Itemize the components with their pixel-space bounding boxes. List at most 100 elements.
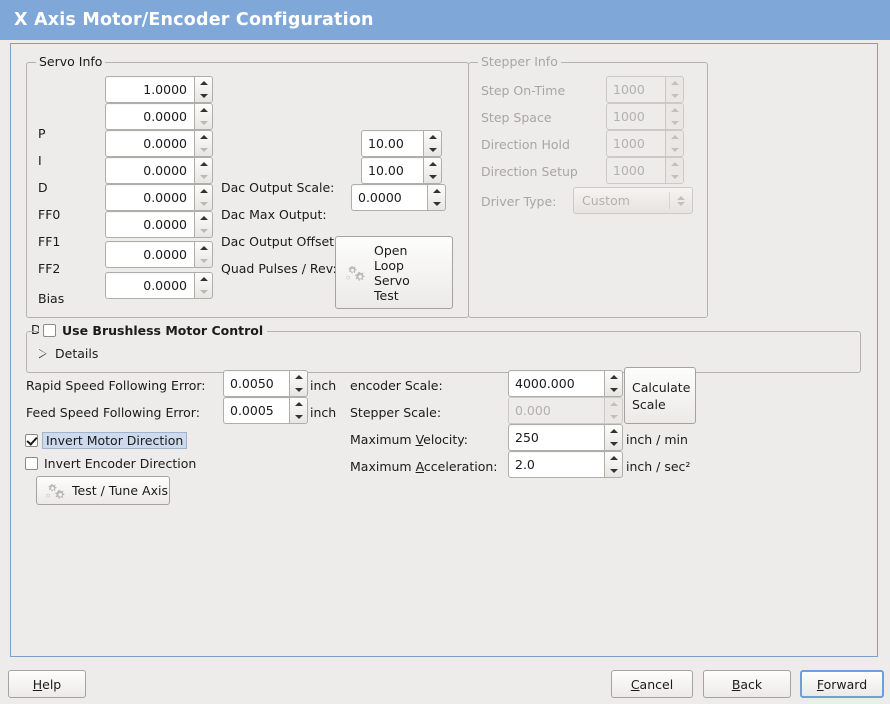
open-loop-servo-test-button[interactable]: Open Loop Servo Test <box>335 236 453 309</box>
servo-stepper-bias[interactable] <box>194 241 213 268</box>
spin-up-icon[interactable] <box>424 131 441 144</box>
servo-stepper-ff1[interactable] <box>194 184 213 211</box>
spin-up-icon[interactable] <box>195 104 212 117</box>
dac-output-offset-input[interactable]: 0.0000 <box>351 184 427 211</box>
spin-down-icon[interactable] <box>290 411 307 424</box>
spin-down-icon[interactable] <box>195 144 212 157</box>
spin-down-icon[interactable] <box>195 90 212 103</box>
direction-hold-input[interactable]: 1000 <box>606 130 665 157</box>
rapid-following-error-input[interactable]: 0.0050 <box>223 370 289 397</box>
servo-spin-ff0[interactable]: 0.0000 <box>105 157 213 184</box>
stepper-scale-input[interactable]: 0.000 <box>508 397 604 424</box>
use-brushless-motor-control-checkbox[interactable]: Use Brushless Motor Control <box>39 323 268 338</box>
spin-down-icon[interactable] <box>195 255 212 268</box>
checkbox-box[interactable] <box>25 457 38 470</box>
spin-down-icon[interactable] <box>666 171 683 184</box>
rapid-following-error-spin[interactable]: 0.0050 <box>223 370 308 397</box>
spin-up-icon[interactable] <box>195 242 212 255</box>
spin-down-icon[interactable] <box>195 225 212 238</box>
servo-spin-ff2[interactable]: 0.0000 <box>105 211 213 238</box>
dac-output-offset-spin[interactable]: 0.0000 <box>351 184 446 211</box>
spin-up-icon[interactable] <box>195 273 212 286</box>
spin-up-icon[interactable] <box>605 398 622 411</box>
servo-stepper-d[interactable] <box>194 130 213 157</box>
help-button[interactable]: Help <box>8 670 86 698</box>
maximum-acceleration-spin[interactable]: 2.0 <box>508 451 623 478</box>
maximum-acceleration-stepper[interactable] <box>604 451 623 478</box>
spin-up-icon[interactable] <box>666 131 683 144</box>
spin-up-icon[interactable] <box>666 158 683 171</box>
direction-hold-stepper[interactable] <box>665 130 684 157</box>
servo-input-p[interactable]: 1.0000 <box>105 76 194 103</box>
spin-up-icon[interactable] <box>195 77 212 90</box>
servo-input-bias[interactable]: 0.0000 <box>105 241 194 268</box>
spin-up-icon[interactable] <box>195 131 212 144</box>
spin-up-icon[interactable] <box>605 452 622 465</box>
servo-spin-ff1[interactable]: 0.0000 <box>105 184 213 211</box>
direction-setup-spin[interactable]: 1000 <box>606 157 684 184</box>
servo-input-i[interactable]: 0.0000 <box>105 103 194 130</box>
servo-input-ff1[interactable]: 0.0000 <box>105 184 194 211</box>
spin-down-icon[interactable] <box>424 144 441 157</box>
spin-down-icon[interactable] <box>195 117 212 130</box>
servo-spin-deadband[interactable]: 0.0000 <box>105 272 213 299</box>
maximum-velocity-input[interactable]: 250 <box>508 424 604 451</box>
invert-encoder-direction-checkbox[interactable]: Invert Encoder Direction <box>25 456 196 471</box>
dac-max-output-input[interactable]: 10.00 <box>361 157 423 184</box>
stepper-scale-stepper[interactable] <box>604 397 623 424</box>
feed-following-error-spin[interactable]: 0.0005 <box>223 397 308 424</box>
servo-spin-d[interactable]: 0.0000 <box>105 130 213 157</box>
details-expander[interactable]: Details <box>39 346 98 361</box>
servo-spin-bias[interactable]: 0.0000 <box>105 241 213 268</box>
spin-up-icon[interactable] <box>290 371 307 384</box>
spin-up-icon[interactable] <box>666 77 683 90</box>
spin-down-icon[interactable] <box>605 384 622 397</box>
spin-down-icon[interactable] <box>666 144 683 157</box>
spin-up-icon[interactable] <box>290 398 307 411</box>
step-on-time-spin[interactable]: 1000 <box>606 76 684 103</box>
spin-up-icon[interactable] <box>605 425 622 438</box>
forward-button[interactable]: Forward <box>800 670 884 698</box>
servo-input-ff0[interactable]: 0.0000 <box>105 157 194 184</box>
spin-up-icon[interactable] <box>428 185 445 198</box>
dac-output-offset-stepper[interactable] <box>427 184 446 211</box>
servo-input-d[interactable]: 0.0000 <box>105 130 194 157</box>
step-space-stepper[interactable] <box>665 103 684 130</box>
dac-output-scale-spin[interactable]: 10.00 <box>361 130 442 157</box>
dac-output-scale-input[interactable]: 10.00 <box>361 130 423 157</box>
servo-stepper-deadband[interactable] <box>194 272 213 299</box>
spin-down-icon[interactable] <box>290 384 307 397</box>
spin-down-icon[interactable] <box>195 286 212 299</box>
dac-max-output-stepper[interactable] <box>423 157 442 184</box>
step-space-input[interactable]: 1000 <box>606 103 665 130</box>
maximum-velocity-stepper[interactable] <box>604 424 623 451</box>
spin-up-icon[interactable] <box>666 104 683 117</box>
spin-down-icon[interactable] <box>195 171 212 184</box>
encoder-scale-input[interactable]: 4000.000 <box>508 370 604 397</box>
spin-down-icon[interactable] <box>605 438 622 451</box>
servo-spin-p[interactable]: 1.0000 <box>105 76 213 103</box>
spin-down-icon[interactable] <box>605 465 622 478</box>
driver-type-combo[interactable]: Custom <box>573 187 693 214</box>
encoder-scale-spin[interactable]: 4000.000 <box>508 370 623 397</box>
direction-setup-stepper[interactable] <box>665 157 684 184</box>
spin-down-icon[interactable] <box>666 117 683 130</box>
spin-up-icon[interactable] <box>424 158 441 171</box>
direction-setup-input[interactable]: 1000 <box>606 157 665 184</box>
spin-up-icon[interactable] <box>605 371 622 384</box>
checkbox-box[interactable] <box>25 434 38 447</box>
servo-input-deadband[interactable]: 0.0000 <box>105 272 194 299</box>
servo-input-ff2[interactable]: 0.0000 <box>105 211 194 238</box>
spin-down-icon[interactable] <box>424 171 441 184</box>
maximum-acceleration-input[interactable]: 2.0 <box>508 451 604 478</box>
chevron-updown-icon[interactable] <box>670 195 692 206</box>
step-space-spin[interactable]: 1000 <box>606 103 684 130</box>
feed-following-error-stepper[interactable] <box>289 397 308 424</box>
dac-output-scale-stepper[interactable] <box>423 130 442 157</box>
servo-spin-i[interactable]: 0.0000 <box>105 103 213 130</box>
spin-up-icon[interactable] <box>195 212 212 225</box>
invert-motor-direction-checkbox[interactable]: Invert Motor Direction <box>25 432 188 449</box>
spin-down-icon[interactable] <box>605 411 622 424</box>
dac-max-output-spin[interactable]: 10.00 <box>361 157 442 184</box>
back-button[interactable]: Back <box>703 670 791 698</box>
